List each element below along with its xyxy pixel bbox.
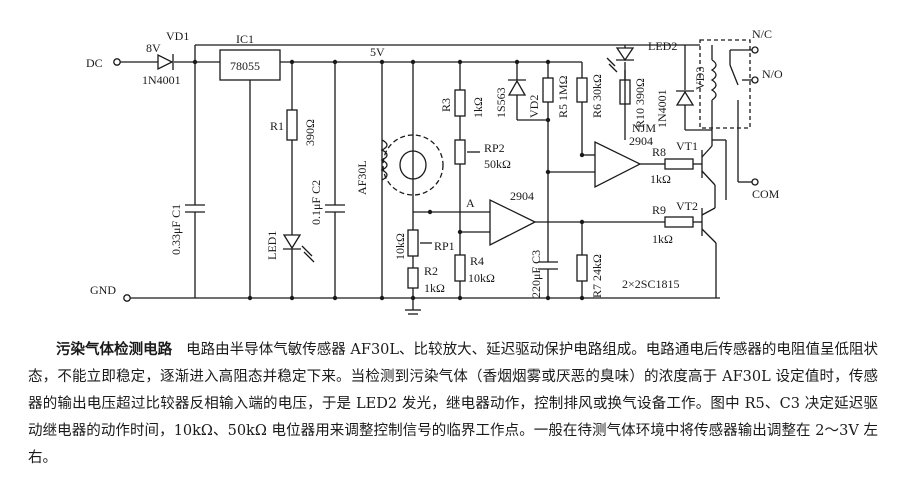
ic1-label: IC1: [236, 32, 254, 46]
caption-body: 电路由半导体气敏传感器 AF30L、比较放大、延迟驱动保护电路组成。电路通电后传…: [28, 342, 879, 466]
vd1-part: 1N4001: [142, 73, 181, 87]
led1-diode: [282, 234, 315, 298]
vd3-label: VD3: [693, 67, 707, 90]
rp2-value: 50kΩ: [484, 157, 511, 171]
c1-label: 0.33μF C1: [169, 204, 183, 255]
led1-label: LED1: [265, 231, 279, 260]
dc-terminal: [113, 58, 121, 66]
vt2-label: VT2: [676, 199, 698, 213]
resistor-r10: [619, 70, 631, 105]
r9-label: R9: [652, 203, 666, 217]
node-a-label: A: [466, 196, 475, 210]
rp2-label: RP2: [484, 141, 505, 155]
nc-label: N/C: [752, 27, 772, 41]
resistor-r1: [286, 62, 298, 235]
transistor-vt1: [701, 140, 716, 208]
rp1-label: RP1: [434, 239, 455, 253]
c2-label: 0.1μF C2: [309, 180, 323, 225]
capacitor-c1: [185, 62, 205, 298]
no-label: N/O: [762, 67, 783, 81]
no-terminal: [751, 76, 759, 84]
caption-title: 污染气体检测电路: [56, 341, 173, 358]
resistor-r4: [454, 254, 466, 298]
vt1-label: VT1: [676, 139, 698, 153]
gnd-label: GND: [90, 283, 116, 297]
comparator-label: 2904: [510, 189, 534, 203]
nc-terminal: [751, 46, 759, 54]
junction-dots: [192, 59, 585, 301]
r8-value: 1kΩ: [650, 172, 671, 186]
ic1-part: 78055: [230, 59, 260, 73]
circuit-schematic: DC GND 8V VD1 1N4001 IC1 78055 0.33μF C1…: [86, 27, 783, 315]
potentiometer-rp2: [454, 139, 480, 255]
njm-part: 2904: [629, 134, 653, 148]
r6-label: R6 30kΩ: [590, 74, 604, 118]
r3-value: 1kΩ: [471, 97, 485, 118]
capacitor-c2: [325, 62, 345, 298]
diode-vd3: [675, 45, 712, 131]
r4-label: R4: [470, 254, 484, 268]
njm-label: NJM: [632, 121, 656, 135]
ground-symbol: [405, 298, 421, 315]
comparator-2904: [489, 198, 582, 247]
vd3-part: 1N4001: [655, 89, 669, 128]
r10-label: R10 390Ω: [633, 78, 647, 128]
resistor-r5: [542, 62, 595, 173]
com-terminal: [751, 178, 759, 186]
vd1-voltage: 8V: [146, 41, 161, 55]
figure-caption: 污染气体检测电路电路由半导体气敏传感器 AF30L、比较放大、延迟驱动保护电路组…: [28, 336, 878, 472]
vd2-label: VD2: [527, 95, 541, 118]
r5-label: R5 1MΩ: [556, 75, 570, 118]
potentiometer-rp1: [407, 211, 432, 268]
resistor-r8: [655, 158, 702, 170]
rp1-value: 10kΩ: [393, 233, 407, 260]
gnd-terminal: [123, 294, 131, 302]
r2-value: 1kΩ: [424, 281, 445, 295]
gas-sensor-af30l: [380, 62, 444, 298]
com-label: COM: [752, 187, 780, 201]
resistor-r3: [454, 62, 466, 140]
rail-5v-label: 5V: [370, 45, 385, 59]
led2-label: LED2: [648, 39, 677, 53]
af30l-label: AF30L: [355, 160, 369, 195]
power-rails: [120, 44, 720, 299]
r7-label: R7 24kΩ: [590, 254, 604, 298]
resistor-r7: [576, 222, 588, 298]
led2-diode: [606, 45, 635, 73]
relay: [699, 39, 752, 183]
capacitor-c3: [538, 172, 558, 298]
diode-vd1: [157, 53, 174, 71]
node-a-dot: [427, 209, 433, 215]
resistor-r9: [582, 216, 702, 228]
ic1-regulator: [219, 49, 281, 81]
c3-label: 220μF C3: [529, 250, 543, 298]
resistor-r2: [407, 267, 419, 298]
r3-label: R3: [439, 98, 453, 112]
r1-label: R1: [270, 119, 284, 133]
dc-label: DC: [86, 56, 103, 70]
r9-value: 1kΩ: [652, 232, 673, 246]
transistors-label: 2×2SC1815: [622, 277, 679, 291]
r1-value: 390Ω: [303, 119, 317, 146]
diode-vd2: [507, 62, 548, 121]
transistor-vt2: [701, 139, 727, 298]
is563-label: 1S563: [494, 87, 508, 118]
r2-label: R2: [424, 264, 438, 278]
r8-label: R8: [652, 145, 666, 159]
r4-value: 10kΩ: [468, 271, 495, 285]
vd1-label: VD1: [166, 29, 189, 43]
